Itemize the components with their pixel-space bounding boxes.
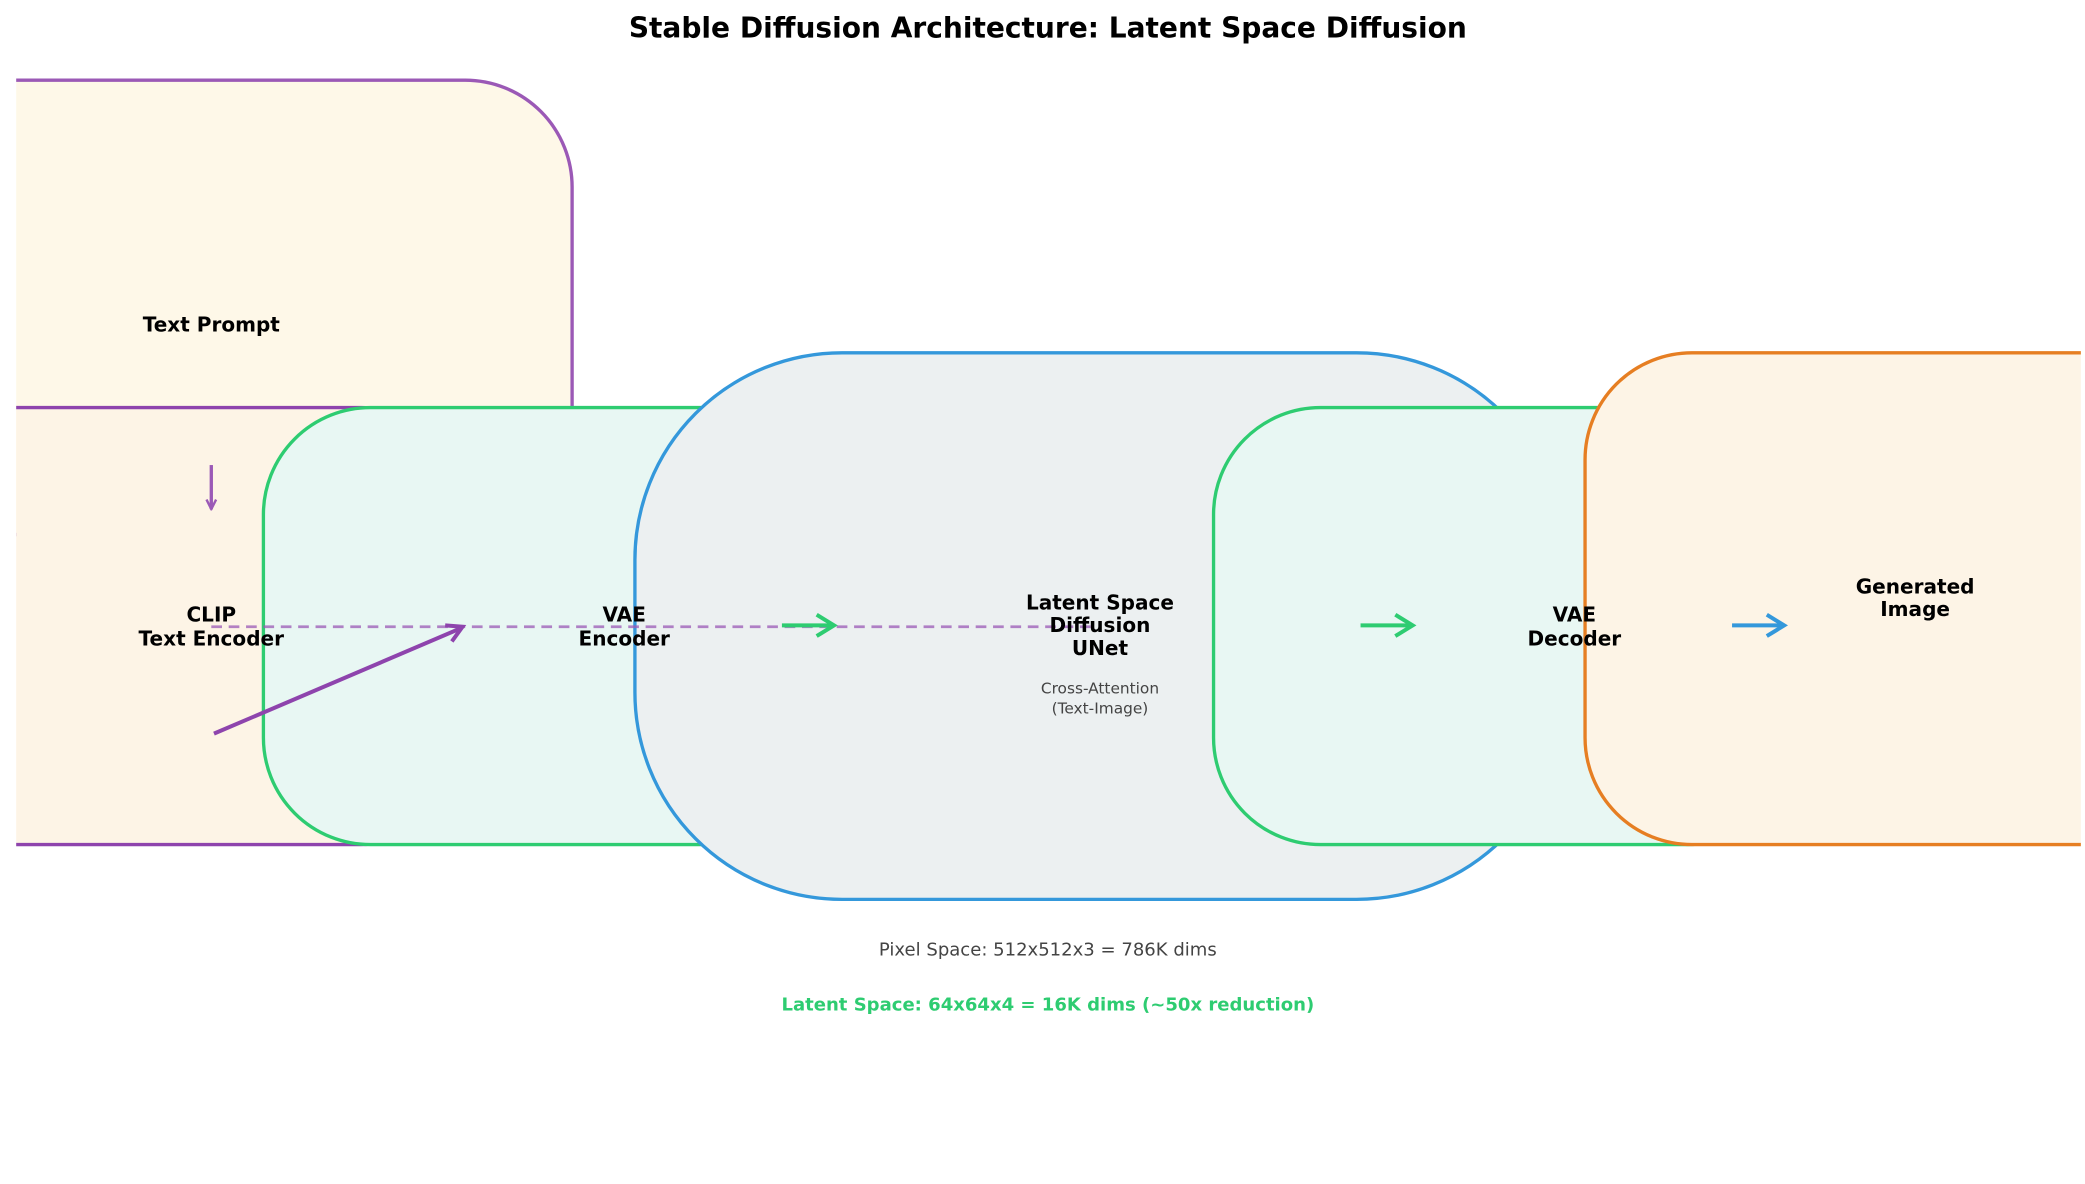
generated-image-box — [1583, 351, 2081, 847]
pixel-space-note: Pixel Space: 512x512x3 = 786K dims — [879, 939, 1217, 960]
clip-to-encoder-arrow — [213, 623, 467, 736]
diagram-title: Stable Diffusion Architecture: Latent Sp… — [629, 11, 1467, 44]
cross-attention-note: Cross-Attention(Text-Image) — [1041, 680, 1159, 718]
text-prompt-label: Text Prompt — [143, 312, 281, 336]
latent-space-note: Latent Space: 64x64x4 = 16K dims (~50x r… — [781, 994, 1314, 1015]
unet-to-decoder-arrow — [1360, 613, 1417, 638]
encoder-to-unet-arrow — [781, 613, 838, 638]
decoder-to-image-arrow — [1732, 613, 1788, 638]
